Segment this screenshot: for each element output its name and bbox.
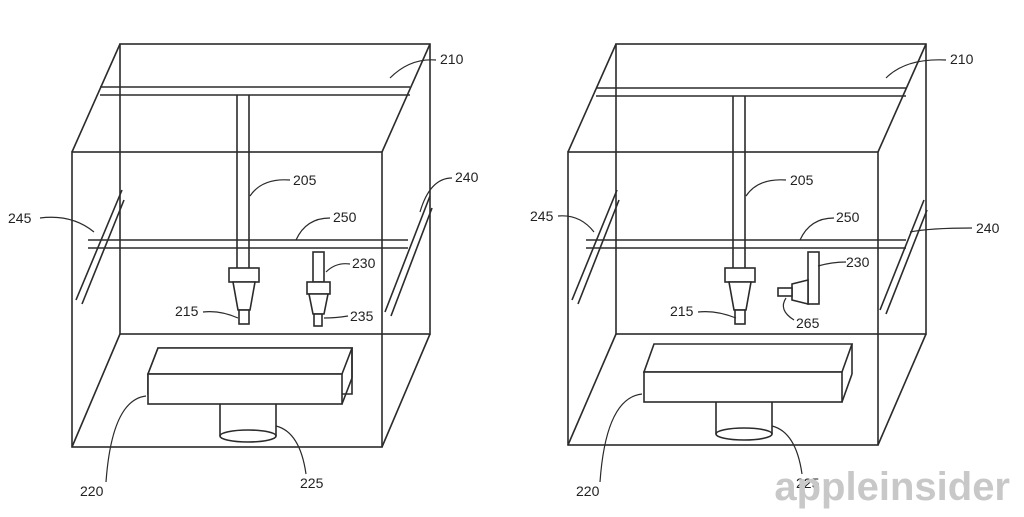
enclosure-back-face — [119, 43, 431, 335]
leader-205 — [249, 179, 291, 197]
appleinsider-watermark: appleinsider — [774, 465, 1010, 509]
leader-210 — [389, 59, 437, 79]
print-head-collar — [228, 267, 260, 283]
enclosure-back-face — [615, 43, 927, 335]
print-head-body — [232, 281, 256, 311]
leader-245 — [39, 216, 95, 233]
leader-230 — [817, 261, 847, 267]
label-220: 220 — [80, 483, 104, 499]
print-head-collar — [724, 267, 756, 283]
side-rail-left — [81, 199, 125, 305]
side-rail-right — [879, 199, 925, 311]
leader-210 — [885, 59, 947, 79]
tool-mount — [807, 251, 820, 305]
leader-220 — [105, 395, 147, 483]
label-210: 210 — [950, 51, 974, 67]
build-platform-face — [642, 343, 854, 373]
label-240: 240 — [976, 220, 1000, 236]
enclosure-edge — [71, 43, 121, 153]
label-220: 220 — [576, 483, 600, 499]
leader-215 — [202, 311, 239, 319]
tool-tip — [313, 313, 323, 327]
leader-240 — [419, 177, 453, 213]
label-250: 250 — [836, 209, 860, 225]
support-cylinder-base — [219, 429, 277, 443]
print-head-body — [728, 281, 752, 311]
tool-mount — [312, 251, 325, 283]
label-245: 245 — [530, 208, 554, 224]
build-platform-edge — [341, 377, 353, 405]
leader-240 — [909, 227, 973, 233]
leader-250 — [295, 217, 331, 241]
label-230: 230 — [846, 254, 870, 270]
label-205: 205 — [790, 172, 814, 188]
leader-205 — [745, 179, 787, 197]
tool-body-rotated — [791, 278, 809, 306]
build-platform-front — [147, 373, 343, 405]
enclosure-front-face — [71, 151, 383, 448]
enclosure-edge — [381, 333, 431, 448]
side-rail-left — [571, 189, 618, 301]
tool-body — [308, 293, 329, 315]
side-rail-right — [885, 209, 928, 315]
side-rail-right — [384, 195, 431, 313]
leader-225 — [275, 425, 307, 475]
print-nozzle — [734, 309, 746, 325]
label-265: 265 — [796, 315, 820, 331]
label-225: 225 — [796, 475, 820, 491]
leader-215 — [697, 311, 737, 319]
leader-245 — [557, 215, 595, 233]
leader-220 — [599, 393, 643, 483]
enclosure-edge — [877, 333, 927, 446]
enclosure-edge — [567, 333, 617, 446]
leader-225 — [771, 425, 803, 475]
label-215: 215 — [175, 303, 199, 319]
side-rail-left — [75, 189, 123, 301]
leader-230 — [325, 263, 351, 273]
leader-235 — [323, 315, 349, 319]
label-215: 215 — [670, 303, 694, 319]
figure-right: 210 205 240 245 250 230 215 265 220 225 — [530, 43, 1000, 499]
label-230: 230 — [352, 255, 376, 271]
side-rail-left — [577, 199, 620, 305]
label-250: 250 — [333, 209, 357, 225]
enclosure-edge — [567, 43, 617, 153]
label-225: 225 — [300, 475, 324, 491]
print-nozzle — [238, 309, 250, 325]
enclosure-front-face — [567, 151, 879, 446]
support-cylinder-base — [715, 427, 773, 441]
leader-250 — [799, 217, 835, 241]
tool-collar — [306, 281, 331, 295]
enclosure-edge — [877, 43, 927, 153]
build-platform-face — [146, 347, 354, 375]
build-platform-edge — [841, 373, 853, 403]
figure-left: 210 205 240 245 250 230 215 235 220 225 — [8, 43, 479, 499]
label-240: 240 — [455, 169, 479, 185]
tool-tip-rotated — [777, 287, 793, 297]
enclosure-edge — [381, 43, 431, 153]
leader-265 — [782, 297, 795, 321]
label-210: 210 — [440, 51, 464, 67]
label-245: 245 — [8, 210, 32, 226]
build-platform-front — [643, 371, 843, 403]
side-rail-right — [390, 207, 433, 317]
enclosure-edge — [71, 333, 121, 448]
label-205: 205 — [293, 172, 317, 188]
label-235: 235 — [350, 308, 374, 324]
